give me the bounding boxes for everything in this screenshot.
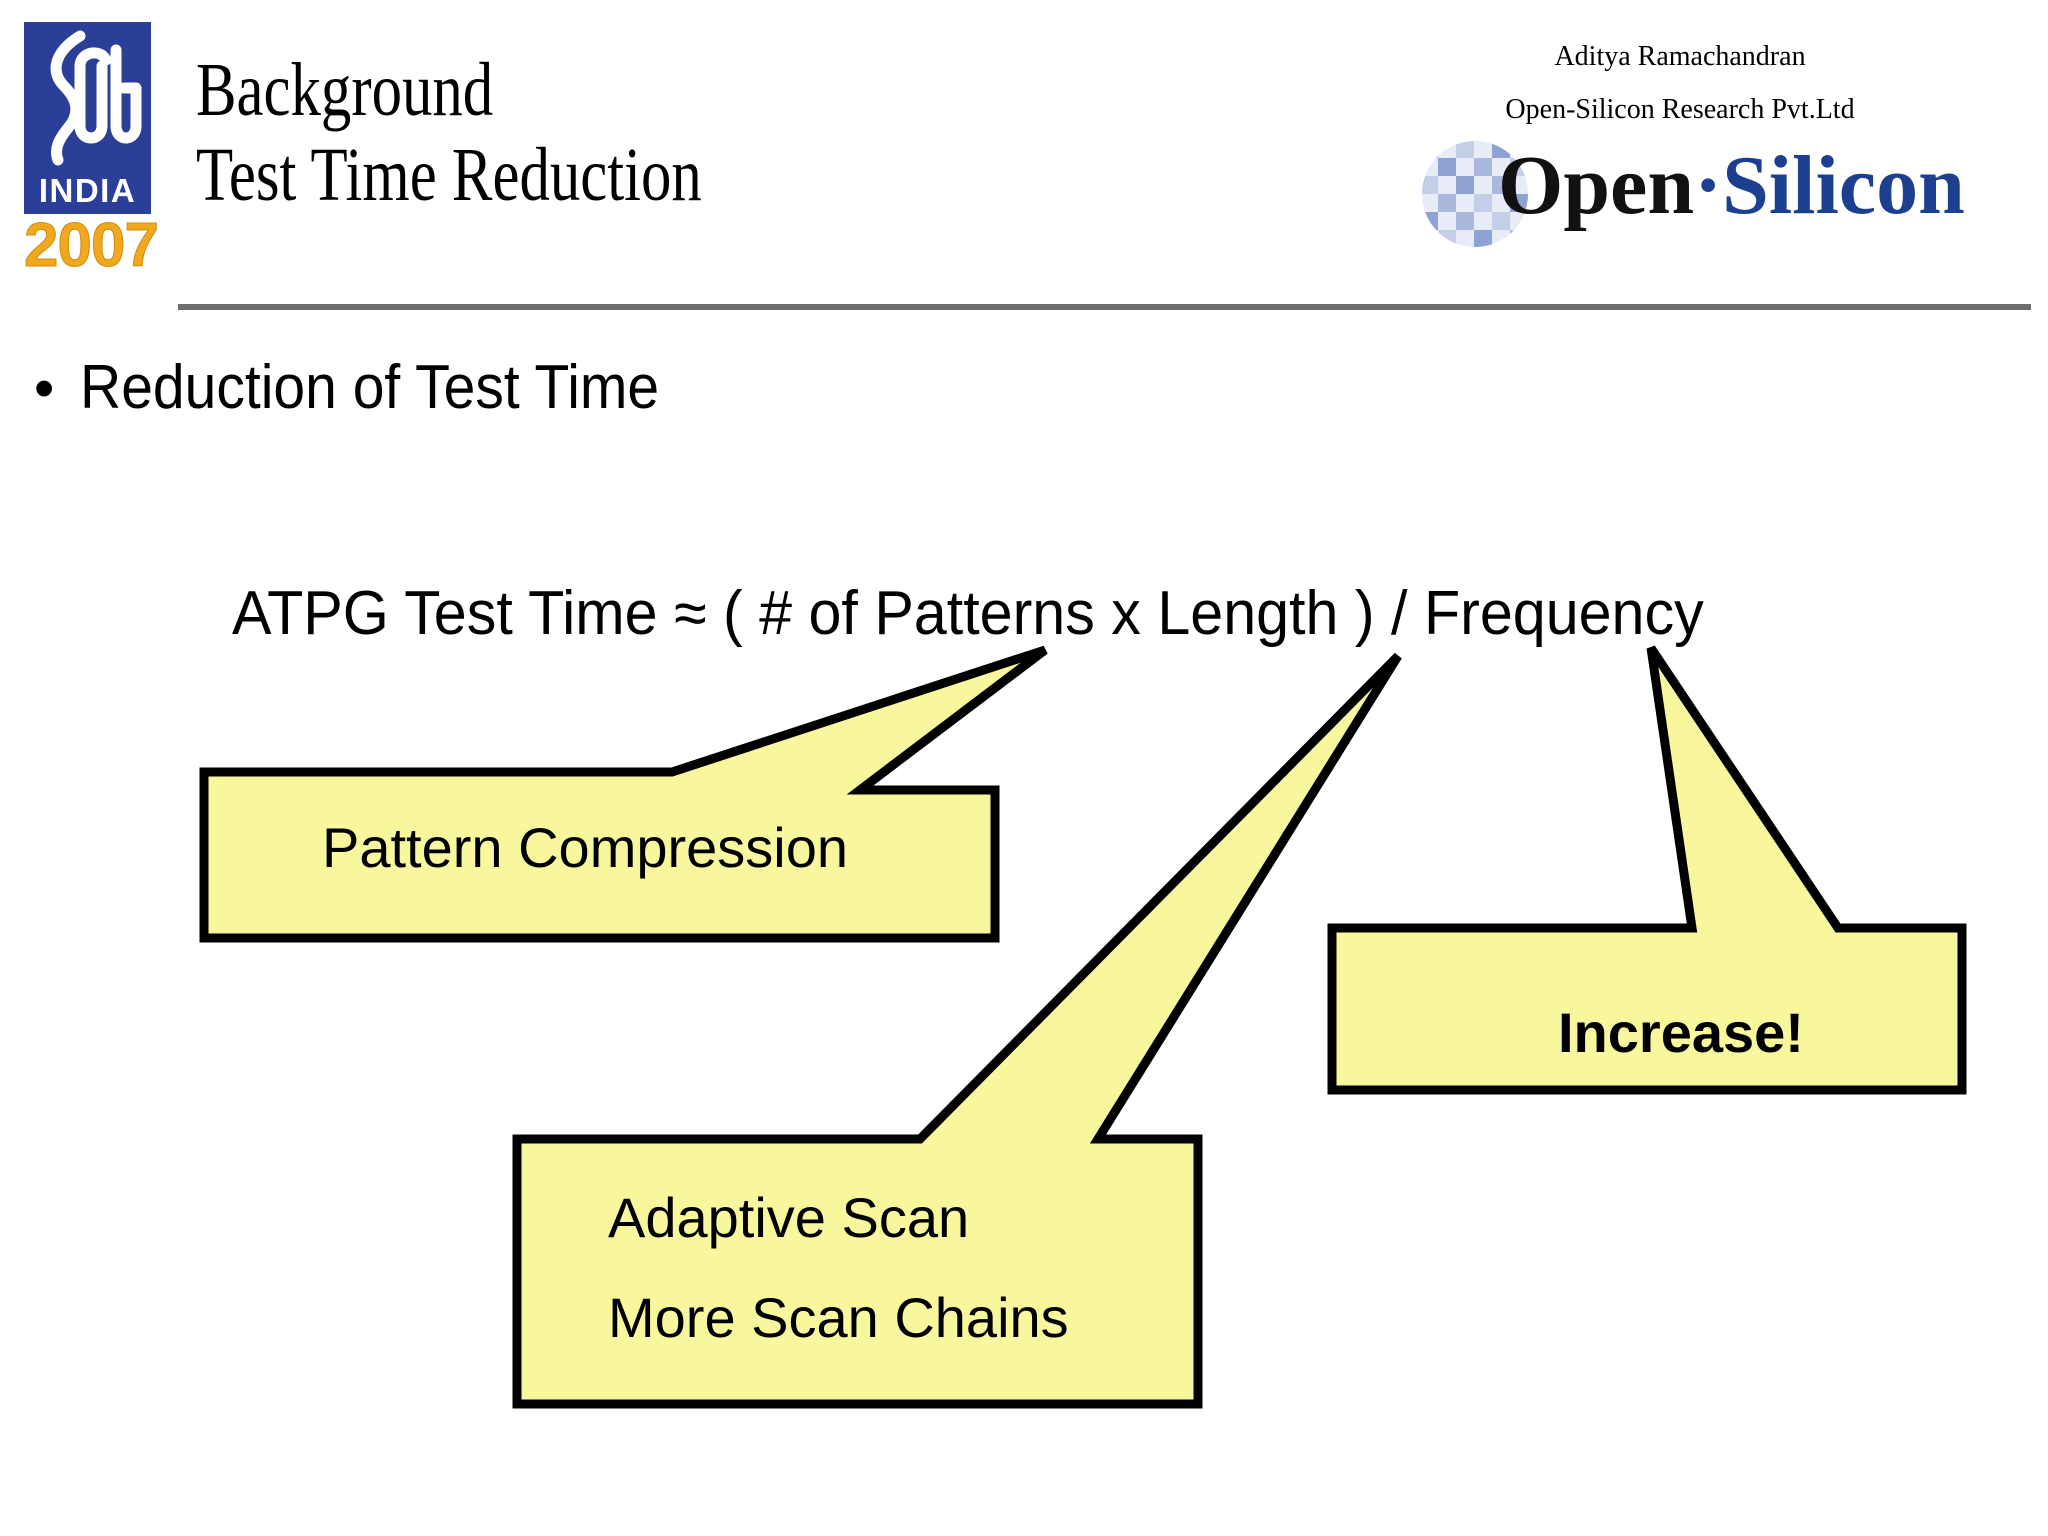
open-silicon-separator: · [1694,139,1723,232]
callout-pattern-compression-label: Pattern Compression [322,816,849,879]
bullet-marker-icon: • [34,356,55,421]
wafer-checkerboard-icon [1422,141,1528,247]
snug-logo-year: 2007 [24,211,160,281]
author-name: Aditya Ramachandran [1554,41,1806,72]
page-title: Background Test Time Reduction [196,48,1376,218]
bullet-item-reduction-of-test-time: • Reduction of Test Time [34,352,710,423]
open-silicon-word-open: Open [1498,139,1695,232]
callout-increase-label: Increase! [1558,1001,1804,1064]
snug-india-logo: INDIA 2007 [24,22,159,281]
callout-increase-shape [1327,645,1967,1095]
callout-adaptive-scan-label-line-1: Adaptive Scan [608,1186,970,1249]
page-title-line-1: Background [196,48,494,132]
header-divider [178,304,2031,310]
callout-adaptive-scan-shape [512,652,1402,1409]
formula-text: ATPG Test Time ≈ ( # of Patterns x Lengt… [232,579,1704,648]
open-silicon-word-silicon: Silicon [1722,139,1965,232]
bullet-item-label: Reduction of Test Time [80,353,660,422]
open-silicon-logo: Open·Silicon [1420,136,2020,252]
slide-header: INDIA 2007 Background Test Time Reductio… [0,0,2048,310]
snug-logo-mark-icon [50,30,142,166]
callout-adaptive-scan-label-line-2: More Scan Chains [608,1286,1069,1349]
page-title-line-2: Test Time Reduction [196,133,702,218]
callout-pattern-compression-shape [199,645,1048,943]
open-silicon-wordmark: Open·Silicon [1498,144,1965,228]
author-block: Aditya Ramachandran Open-Silicon Researc… [1360,30,2000,136]
snug-logo-country: INDIA [38,172,137,209]
author-affiliation: Open-Silicon Research Pvt.Ltd [1505,94,1855,126]
